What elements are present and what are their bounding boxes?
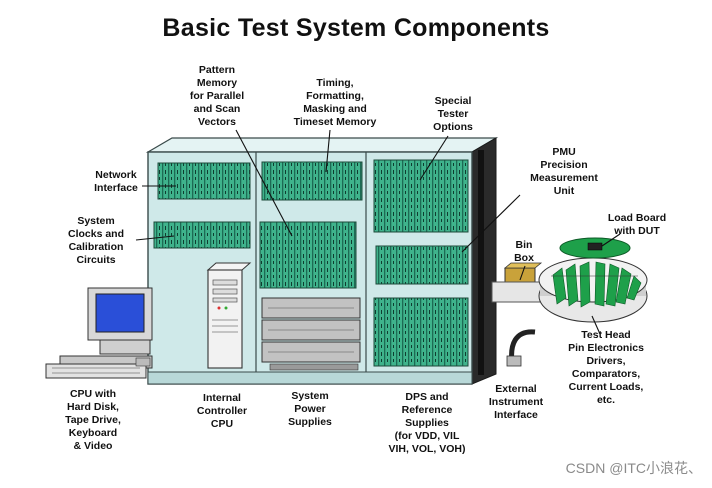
label-load-board: Load Board with DUT bbox=[607, 212, 667, 237]
network-board bbox=[157, 162, 251, 200]
label-external-interface: External Instrument Interface bbox=[488, 383, 544, 421]
diagram-title: Basic Test System Components bbox=[162, 14, 550, 42]
dps-board bbox=[373, 297, 469, 367]
special-options-board bbox=[373, 159, 469, 233]
label-internal-cpu: Internal Controller CPU bbox=[196, 392, 248, 430]
test-head bbox=[538, 257, 648, 323]
label-dps: DPS and Reference Supplies (for VDD, VIL… bbox=[388, 391, 466, 455]
leader-lines bbox=[135, 129, 621, 335]
label-cpu: CPU with Hard Disk, Tape Drive, Keyboard… bbox=[65, 388, 121, 452]
workstation bbox=[45, 287, 153, 379]
timing-board bbox=[261, 161, 363, 201]
cabinet-top bbox=[145, 137, 499, 153]
label-pattern-memory: Pattern Memory for Parallel and Scan Vec… bbox=[189, 64, 245, 128]
label-power: System Power Supplies bbox=[288, 390, 332, 428]
dut-chip bbox=[587, 242, 603, 251]
watermark: CSDN @ITC小浪花、 bbox=[565, 460, 702, 476]
clocks-board bbox=[153, 221, 251, 249]
label-pmu: PMU Precision Measurement Unit bbox=[530, 146, 598, 197]
power-supply-units bbox=[261, 297, 361, 371]
label-bin-box: Bin Box bbox=[514, 239, 534, 264]
internal-cpu-tower bbox=[206, 262, 252, 369]
pmu-board bbox=[375, 245, 469, 285]
label-clocks: System Clocks and Calibration Circuits bbox=[67, 215, 125, 266]
label-test-head: Test Head Pin Electronics Drivers, Compa… bbox=[568, 329, 644, 406]
label-special-options: Special Tester Options bbox=[433, 95, 473, 133]
pattern-memory-board bbox=[259, 221, 357, 289]
label-network: Network Interface bbox=[94, 169, 138, 194]
label-timing: Timing, Formatting, Masking and Timeset … bbox=[293, 77, 377, 128]
